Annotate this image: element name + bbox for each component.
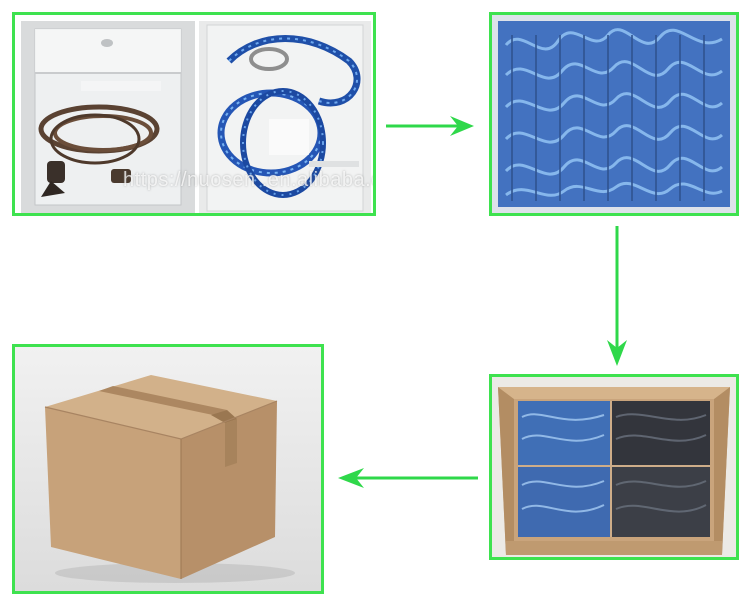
bundled-lanyards-photo (492, 15, 736, 213)
sealed-carton-photo (15, 347, 321, 591)
arrow-right-icon (384, 112, 476, 140)
step-2-bundled-packing-panel (489, 12, 739, 216)
step-4-sealed-carton-panel (12, 344, 324, 594)
arrow-down-icon (603, 224, 631, 370)
arrow-left-icon (336, 464, 480, 492)
blue-lanyard-bag-photo (199, 21, 371, 213)
open-carton-photo (492, 377, 736, 557)
step-1-individual-packing-panel: https://nuosen .en.alibaba.com/ (12, 12, 376, 216)
step-3-carton-filling-panel (489, 374, 739, 560)
brown-lanyard-bag-photo (21, 21, 195, 213)
